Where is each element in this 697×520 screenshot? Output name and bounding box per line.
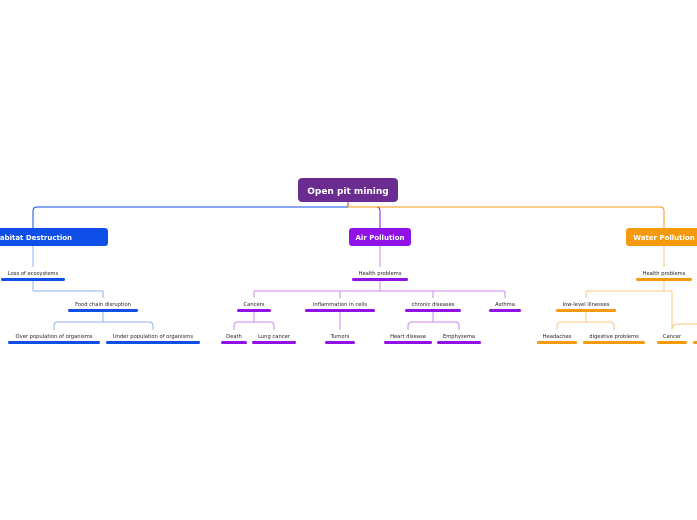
node-air-level3[interactable]: Heart disease: [384, 334, 432, 344]
branch-node-label: Air Pollution: [356, 234, 405, 242]
node-habitat-level3-label: Under population of organisms: [113, 334, 193, 340]
branch-node-water[interactable]: Water Pollution: [626, 228, 697, 246]
node-air-level2[interactable]: chronic diseases: [405, 302, 461, 312]
node-water-level2-label: low-level illnesses: [563, 302, 610, 308]
node-water-level3-underline: [537, 341, 577, 344]
node-air-level2-label: chronic diseases: [412, 302, 455, 308]
node-water-level1-underline: [636, 278, 692, 281]
connector-line: [671, 323, 697, 331]
node-water-level1[interactable]: Health problems: [636, 271, 692, 281]
node-air-level2-label: Asthma: [495, 302, 515, 308]
node-air-level3-underline: [252, 341, 296, 344]
node-water-clipped-underline: [693, 341, 697, 344]
node-water-level3[interactable]: Headaches: [537, 334, 577, 344]
node-habitat-level1-label: Loss of ecosystems: [8, 271, 59, 277]
branch-node-label: Water Pollution: [633, 234, 694, 242]
node-habitat-level2[interactable]: Food chain disruption: [68, 302, 138, 312]
connector-line: [348, 206, 381, 228]
node-habitat-level2-underline: [68, 309, 138, 312]
node-water-level2-label: Cancer: [663, 334, 682, 340]
node-air-level1-label: Health problems: [359, 271, 402, 277]
branch-node-label: Habitat Destruction: [0, 234, 72, 242]
node-air-level2-underline: [489, 309, 521, 312]
node-water-level2[interactable]: Cancer: [657, 334, 687, 344]
connector-lines: [32, 202, 697, 331]
root-node[interactable]: Open pit mining: [298, 178, 398, 202]
node-air-level3-underline: [384, 341, 432, 344]
root-node-label: Open pit mining: [307, 187, 389, 197]
branch-node-habitat[interactable]: Habitat Destruction: [0, 228, 108, 246]
node-habitat-level3-underline: [8, 341, 100, 344]
node-air-level3-underline: [437, 341, 481, 344]
node-air-level1[interactable]: Health problems: [352, 271, 408, 281]
node-air-level1-underline: [352, 278, 408, 281]
node-water-level2-underline: [556, 309, 616, 312]
node-water-level3-label: digestive problems: [589, 334, 639, 340]
node-air-level3[interactable]: Death: [221, 334, 247, 344]
node-air-level3[interactable]: Emphysema: [437, 334, 481, 344]
node-water-level3[interactable]: digestive problems: [583, 334, 645, 344]
branch-node-box: [0, 228, 108, 246]
node-habitat-level3[interactable]: Over population of organisms: [8, 334, 100, 344]
node-air-level2-underline: [237, 309, 271, 312]
node-air-level3[interactable]: Lung cancer: [252, 334, 296, 344]
node-air-level2-label: inflammation in cells: [313, 302, 367, 308]
connector-line: [556, 321, 615, 330]
node-water-level2-underline: [657, 341, 687, 344]
node-air-level3-label: Death: [226, 334, 242, 340]
node-habitat-level1[interactable]: Loss of ecosystems: [1, 271, 65, 281]
node-air-level3[interactable]: Tumors: [325, 334, 355, 344]
node-water-level2[interactable]: low-level illnesses: [556, 302, 616, 312]
node-air-level2[interactable]: Cancers: [237, 302, 271, 312]
node-habitat-level3-underline: [106, 341, 200, 344]
node-air-level3-underline: [221, 341, 247, 344]
node-air-level2-label: Cancers: [244, 302, 265, 308]
node-air-level2-underline: [405, 309, 461, 312]
root-node-box: [298, 178, 398, 202]
connector-line: [407, 321, 460, 330]
connector-line: [53, 321, 154, 330]
node-air-level3-underline: [325, 341, 355, 344]
node-air-level2[interactable]: inflammation in cells: [305, 302, 375, 312]
branch-node-box: [626, 228, 697, 246]
node-water-level3-underline: [583, 341, 645, 344]
connector-line: [348, 206, 665, 228]
connector-line: [233, 321, 275, 330]
node-habitat-level3[interactable]: Under population of organisms: [106, 334, 200, 344]
node-habitat-level1-underline: [1, 278, 65, 281]
branch-node-air[interactable]: Air Pollution: [349, 228, 411, 246]
node-water-level3-label: Headaches: [543, 334, 572, 340]
node-habitat-level3-label: Over population of organisms: [16, 334, 93, 340]
node-air-level3-label: Tumors: [330, 334, 350, 340]
branch-node-box: [349, 228, 411, 246]
node-air-level2-underline: [305, 309, 375, 312]
node-water-level1-label: Health problems: [643, 271, 686, 277]
node-air-level3-label: Emphysema: [443, 334, 475, 340]
node-air-level2[interactable]: Asthma: [489, 302, 521, 312]
node-habitat-level2-label: Food chain disruption: [75, 302, 131, 308]
connector-line: [32, 206, 348, 228]
node-air-level3-label: Heart disease: [390, 334, 426, 340]
node-air-level3-label: Lung cancer: [258, 334, 291, 340]
